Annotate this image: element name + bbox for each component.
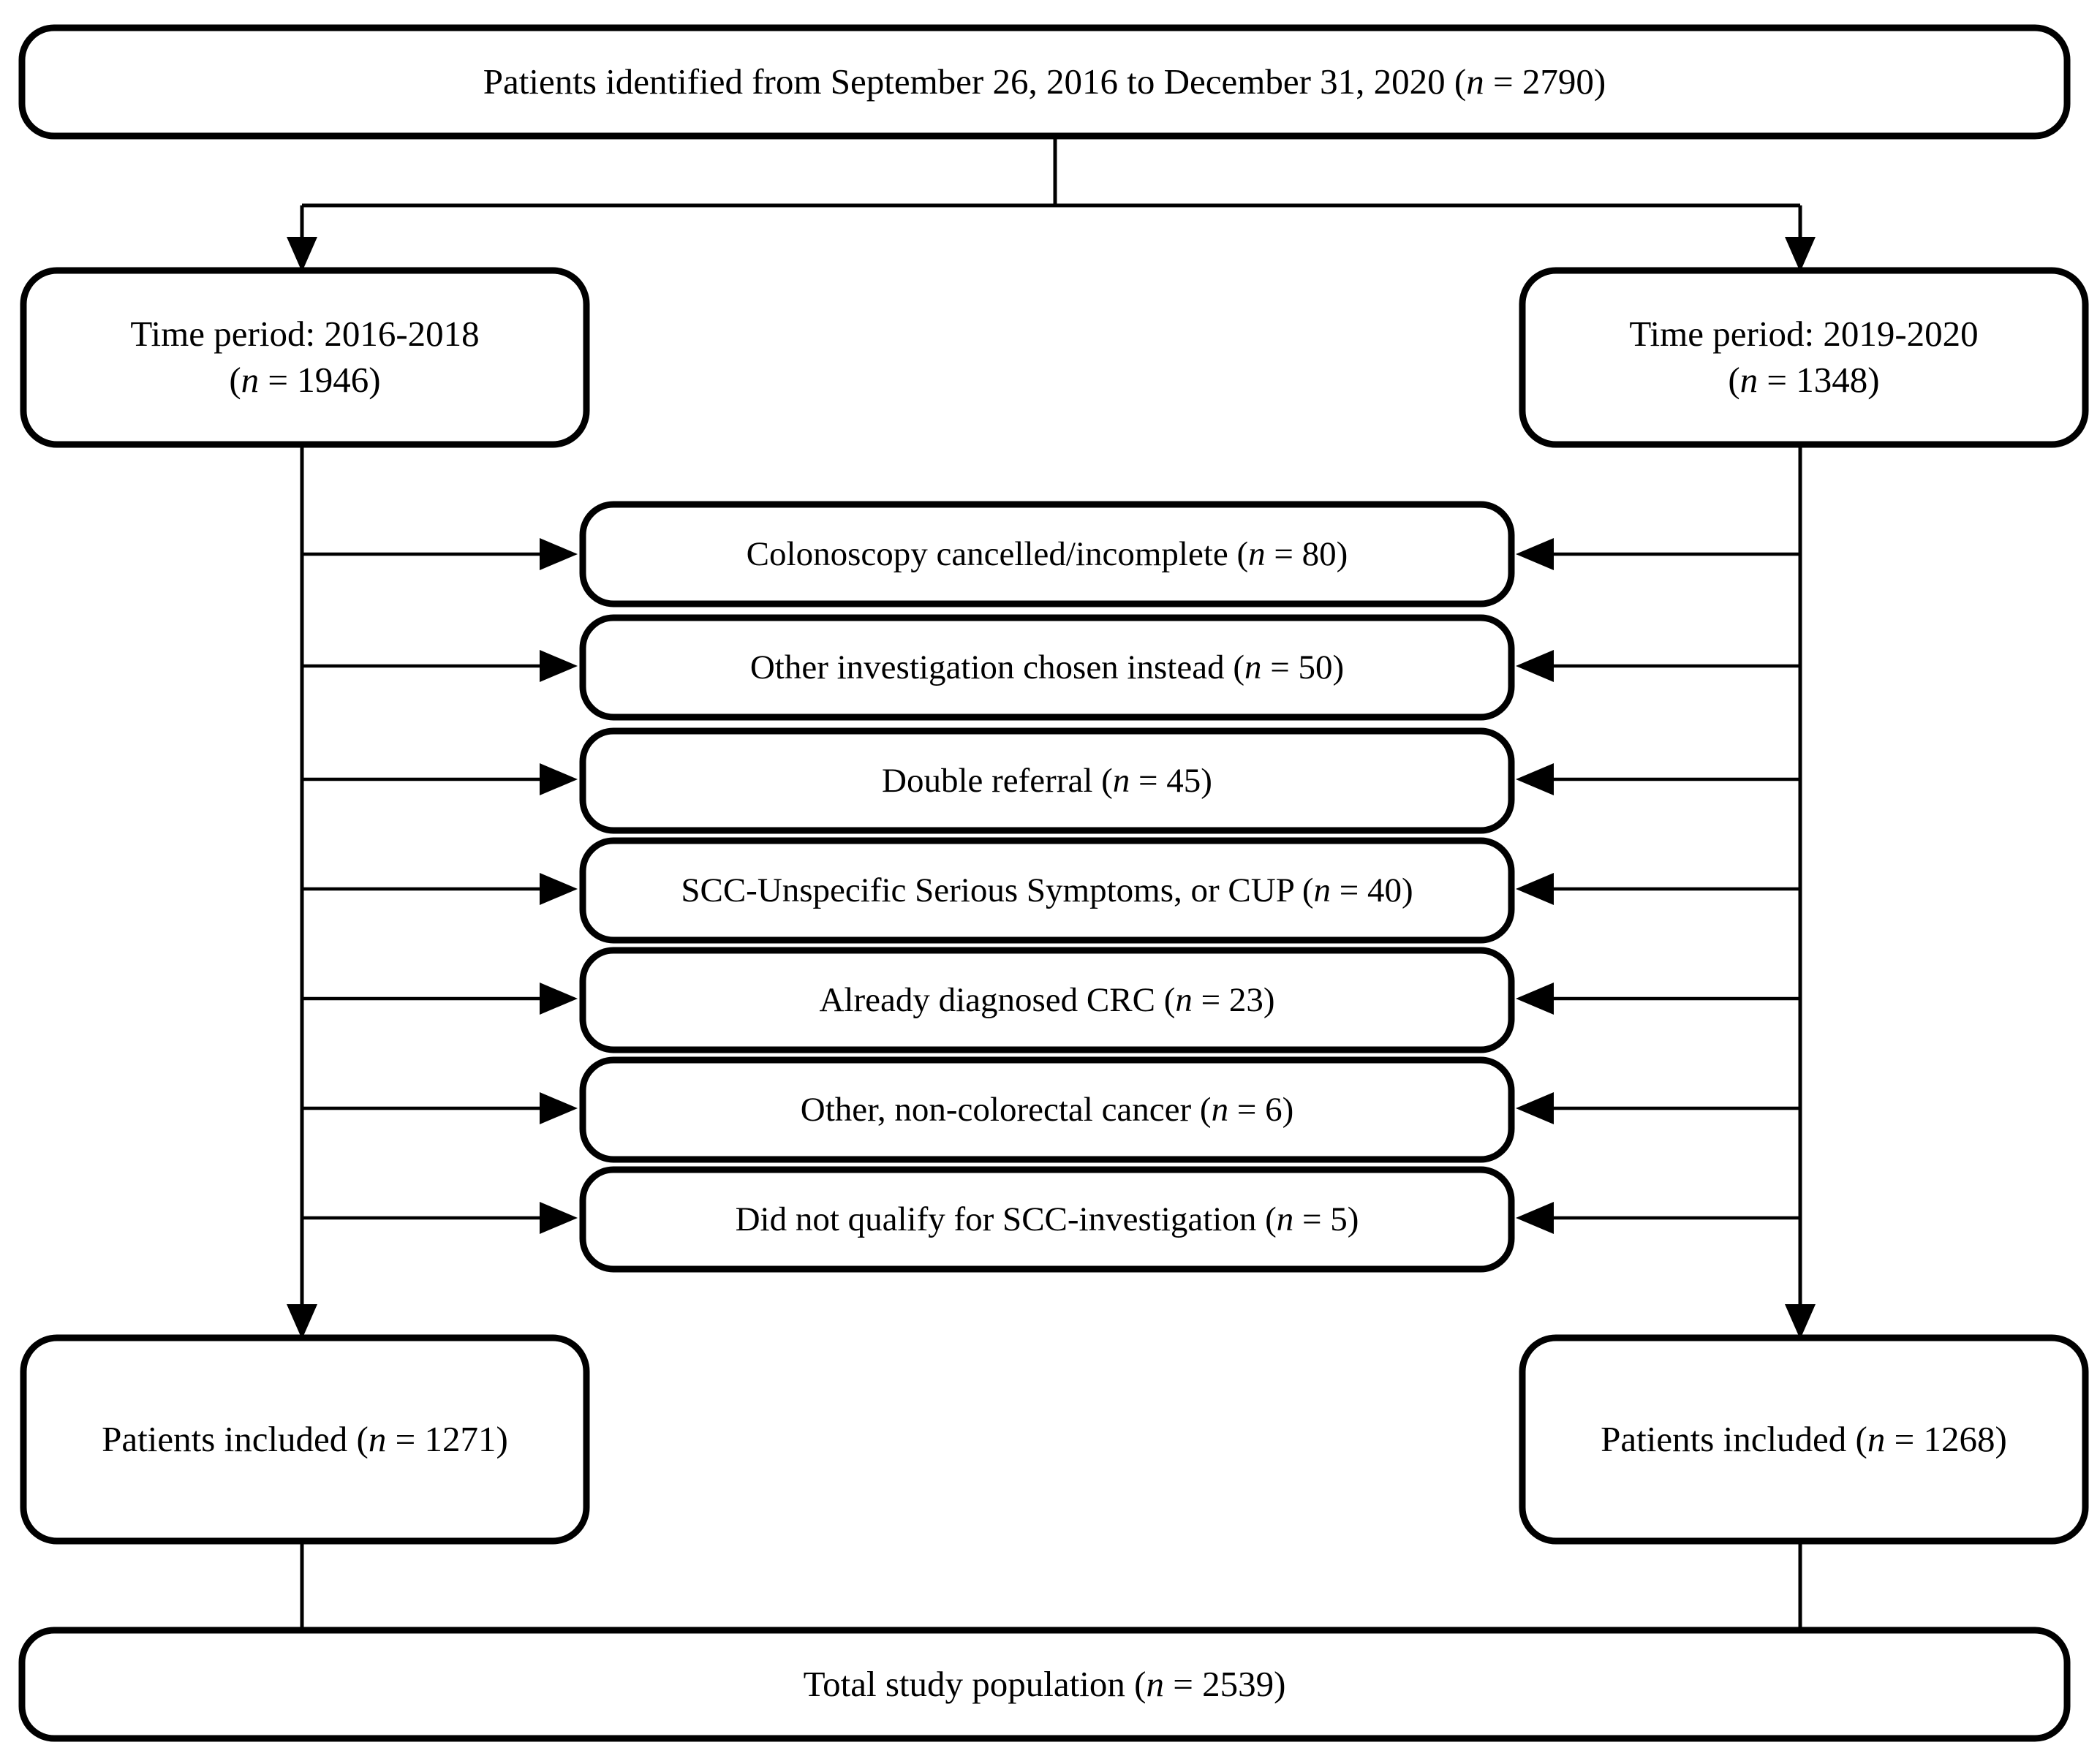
node-excl-3-box [579, 727, 1515, 834]
node-identified-box [18, 24, 2071, 140]
arrowhead-to-branch-left [287, 237, 317, 272]
arrowhead-left-excl-5 [540, 983, 578, 1015]
arrowhead-right-excl-3 [1516, 763, 1554, 795]
node-excl-5-box [579, 947, 1515, 1053]
arrowhead-right-excl-2 [1516, 650, 1554, 682]
arrowhead-left-excl-7 [540, 1202, 578, 1234]
arrowhead-right-excl-1 [1516, 538, 1554, 570]
node-included-left-box [20, 1334, 590, 1545]
node-included-right-box [1519, 1334, 2089, 1545]
arrowhead-left-excl-3 [540, 763, 578, 795]
node-excl-1-box [579, 501, 1515, 607]
arrowhead-right-excl-6 [1516, 1092, 1554, 1124]
node-branch-right-box [1519, 267, 2089, 448]
arrowhead-right-excl-4 [1516, 873, 1554, 905]
arrowhead-left-excl-1 [540, 538, 578, 570]
node-excl-7-box [579, 1166, 1515, 1273]
node-excl-4-box [579, 837, 1515, 944]
arrowhead-left-excl-4 [540, 873, 578, 905]
arrowhead-right-excl-5 [1516, 983, 1554, 1015]
node-excl-6-box [579, 1056, 1515, 1163]
node-excl-2-box [579, 614, 1515, 721]
arrowhead-to-branch-right [1785, 237, 1816, 272]
arrowhead-right-excl-7 [1516, 1202, 1554, 1234]
arrowhead-to-included-left [287, 1304, 317, 1339]
node-branch-left-box [20, 267, 590, 448]
arrowhead-to-included-right [1785, 1304, 1816, 1339]
arrowhead-left-excl-6 [540, 1092, 578, 1124]
arrowhead-left-excl-2 [540, 650, 578, 682]
node-total-box [18, 1627, 2071, 1742]
